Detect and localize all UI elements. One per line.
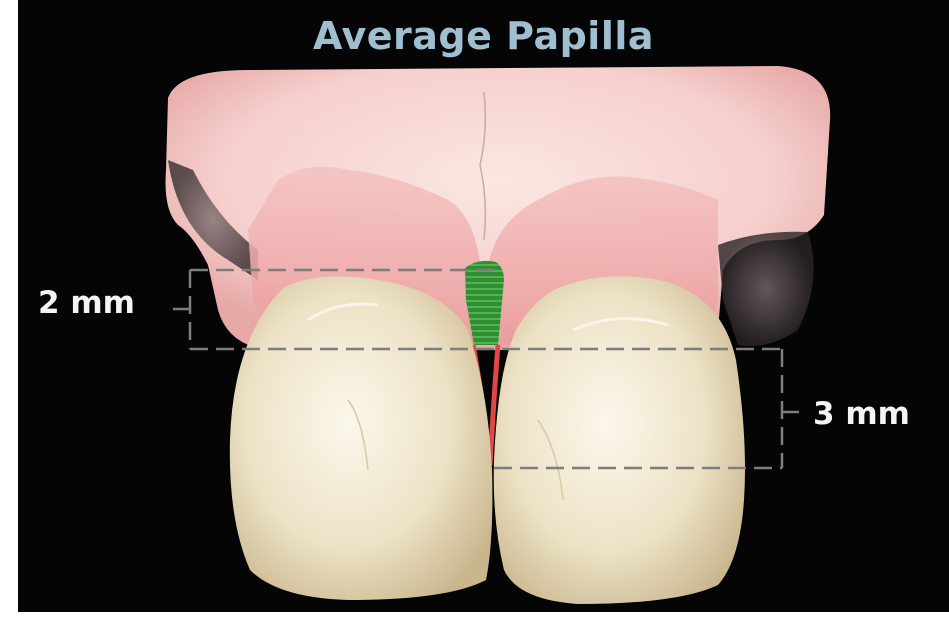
right-shadow <box>718 232 814 346</box>
left-incisor <box>230 276 493 600</box>
figure-title: Average Papilla <box>18 14 949 58</box>
right-incisor <box>494 276 745 604</box>
diagram-panel: Average Papilla 2 mm 3 mm <box>18 0 949 612</box>
papilla-illustration <box>18 0 949 612</box>
measure-label-2mm: 2 mm <box>38 285 135 321</box>
measure-label-3mm: 3 mm <box>813 396 910 432</box>
